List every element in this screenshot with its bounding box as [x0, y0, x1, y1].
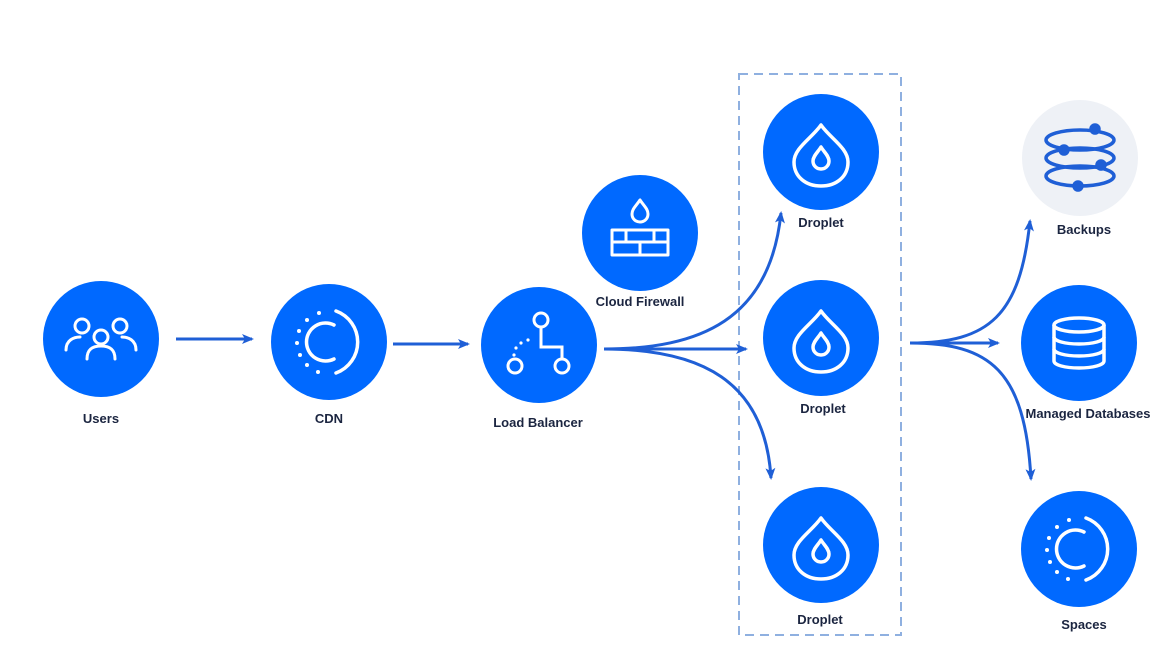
load-balancer-node: Load Balancer	[481, 287, 597, 430]
cloud-firewall-label: Cloud Firewall	[596, 294, 685, 309]
droplet-icon	[792, 309, 850, 374]
arrow-droplets-spaces	[909, 341, 1036, 481]
arrow-lb-droplet-top	[603, 211, 785, 351]
droplet-label-3: Droplet	[797, 612, 843, 627]
spaces-icon	[1045, 516, 1110, 582]
users-node: Users	[43, 281, 159, 426]
droplet-label-1: Droplet	[798, 215, 844, 230]
cdn-node: CDN	[271, 284, 387, 426]
droplet-group-border	[738, 73, 902, 636]
database-icon	[1052, 316, 1106, 370]
spaces-label: Spaces	[1061, 617, 1107, 632]
backups-label: Backups	[1057, 222, 1111, 237]
arrow-droplets-backups	[909, 219, 1034, 345]
backups-icon	[1044, 123, 1116, 192]
cdn-label: CDN	[315, 411, 343, 426]
droplet-node-2: Droplet	[763, 280, 879, 416]
cloud-firewall-node: Cloud Firewall	[582, 175, 698, 309]
load-balancer-label: Load Balancer	[493, 415, 583, 430]
backups-node: Backups	[1022, 100, 1138, 237]
load-balancer-icon	[506, 311, 571, 375]
users-icon	[64, 317, 138, 361]
connectors	[176, 211, 1036, 481]
users-label: Users	[83, 411, 119, 426]
managed-databases-node: Managed Databases	[1021, 285, 1151, 421]
cdn-icon	[295, 309, 360, 375]
spaces-node: Spaces	[1021, 491, 1137, 632]
droplet-icon	[792, 516, 850, 581]
arrow-lb-droplet-bottom	[603, 347, 776, 480]
managed-databases-label: Managed Databases	[1026, 406, 1151, 421]
droplet-node-3: Droplet	[763, 487, 879, 627]
droplet-node-1: Droplet	[763, 94, 879, 230]
firewall-icon	[610, 198, 670, 257]
droplet-label-2: Droplet	[800, 401, 846, 416]
droplet-icon	[792, 123, 850, 188]
